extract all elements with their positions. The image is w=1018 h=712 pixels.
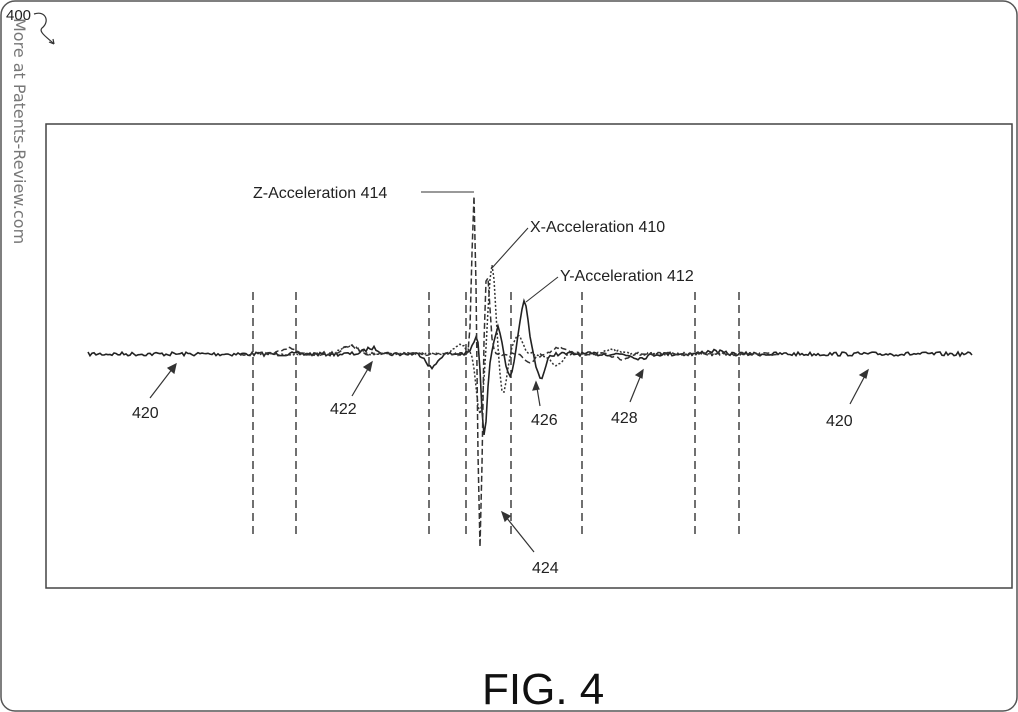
figure-reference-400: 400 [6, 7, 31, 24]
y-acceleration-trace [87, 298, 973, 436]
ref-428: 428 [611, 410, 638, 427]
figure-reference-arrowhead [48, 38, 55, 45]
y-acceleration-label: Y-Acceleration 412 [560, 268, 694, 285]
figure-reference-arrow [33, 12, 55, 45]
arrowhead-420-left [166, 362, 177, 375]
ref-424: 424 [532, 560, 559, 577]
ref-422: 422 [330, 401, 357, 418]
arrowhead-428 [634, 368, 644, 379]
arrowhead-420-right [858, 368, 869, 379]
x-acceleration-label: X-Acceleration 410 [530, 219, 665, 236]
ref-426: 426 [531, 412, 558, 429]
z-acceleration-label: Z-Acceleration 414 [253, 185, 387, 202]
ref-420-left: 420 [132, 405, 159, 422]
segment-dividers [252, 292, 740, 537]
figure-caption: FIG. 4 [482, 665, 604, 712]
arrowhead-426 [532, 380, 540, 391]
plot-frame [45, 123, 1013, 589]
y-label-leader [525, 276, 559, 303]
z-acceleration-trace [239, 196, 781, 547]
x-label-leader [491, 227, 529, 269]
watermark-text: More at Patents-Review.com [10, 18, 29, 244]
ref-420-right: 420 [826, 413, 853, 430]
arrowhead-422 [362, 360, 373, 372]
reference-arrows [149, 360, 869, 553]
x-acceleration-trace [259, 264, 761, 414]
arrowhead-424 [500, 510, 512, 523]
